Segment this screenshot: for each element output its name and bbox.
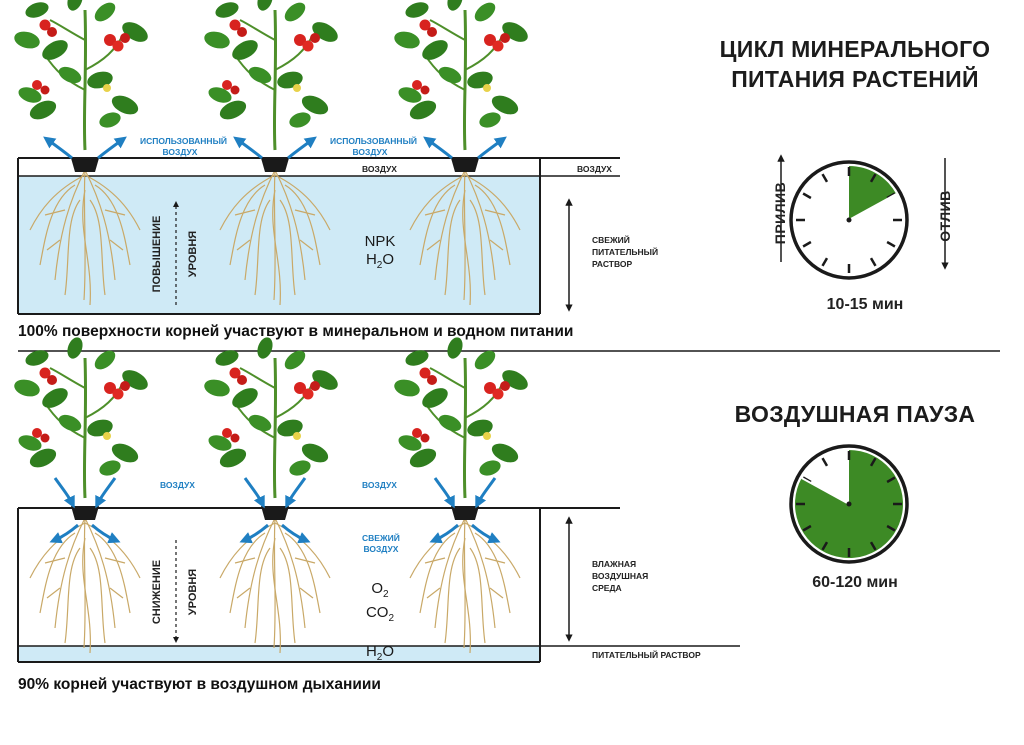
ebb-label: ОТЛИВ [937, 190, 953, 242]
bottom-clock-tick [802, 524, 812, 532]
bottom-air-label-1: ВОЗДУХ [160, 480, 195, 490]
top-plants [10, 0, 533, 174]
top-title: ЦИКЛ МИНЕРАЛЬНОГО ПИТАНИЯ РАСТЕНИЙ [719, 36, 991, 92]
top-caption: 100% поверхности корней участвуют в мине… [18, 323, 574, 340]
bottom-water [18, 646, 540, 662]
bottom-title: ВОЗДУШНАЯ ПАУЗА [734, 401, 976, 427]
top-chem: NPK H2O [364, 233, 396, 271]
bottom-level-drop-1: СНИЖЕНИЕ [151, 559, 163, 625]
bottom-plants [10, 333, 533, 522]
bottom-clock-tick [821, 541, 829, 551]
top-clock-tick [869, 173, 877, 183]
top-clock [789, 160, 909, 280]
bottom-solution-label: ПИТАТЕЛЬНЫЙ РАСТВОР [592, 650, 701, 660]
top-clock-tick [802, 240, 812, 248]
top-duration: 10-15 мин [826, 296, 904, 313]
bottom-clock-tick [869, 541, 877, 551]
bottom-clock-tick [821, 457, 829, 467]
bottom-water-chem: H2O [365, 643, 395, 663]
bottom-clock [789, 444, 909, 564]
top-air-arrows [43, 136, 507, 160]
bottom-roots [29, 517, 521, 654]
top-clock-hand [848, 193, 897, 221]
bottom-clock-hand [801, 477, 850, 505]
top-level-rise-2: УРОВНЯ [187, 230, 199, 278]
bottom-clock-tick [869, 457, 877, 467]
top-clock-tick [821, 173, 829, 183]
top-clock-tick [821, 257, 829, 267]
top-air-side-label: ВОЗДУХ [577, 164, 612, 174]
bottom-caption: 90% корней участвуют в воздушном дыхании… [18, 676, 381, 693]
top-clock-tick [869, 257, 877, 267]
bottom-clock-tick [886, 524, 896, 532]
top-clock-tick [802, 192, 812, 200]
bottom-chem: O2 CO2 [365, 580, 395, 624]
bottom-level-drop-2: УРОВНЯ [187, 568, 199, 616]
top-air-label: ВОЗДУХ [362, 164, 397, 174]
bottom-air-label-2: ВОЗДУХ [362, 480, 397, 490]
top-clock-tick [886, 240, 896, 248]
top-level-rise-1: ПОВЫШЕНИЕ [151, 215, 163, 293]
bottom-duration: 60-120 мин [812, 574, 898, 591]
flood-label: ПРИЛИВ [772, 181, 788, 245]
top-clock-center [846, 217, 852, 223]
bottom-clock-center [846, 501, 852, 507]
top-water [18, 162, 540, 314]
top-clock-sector [849, 166, 897, 220]
bottom-air-arrows [49, 477, 501, 544]
bottom-clock-tick [886, 476, 896, 484]
